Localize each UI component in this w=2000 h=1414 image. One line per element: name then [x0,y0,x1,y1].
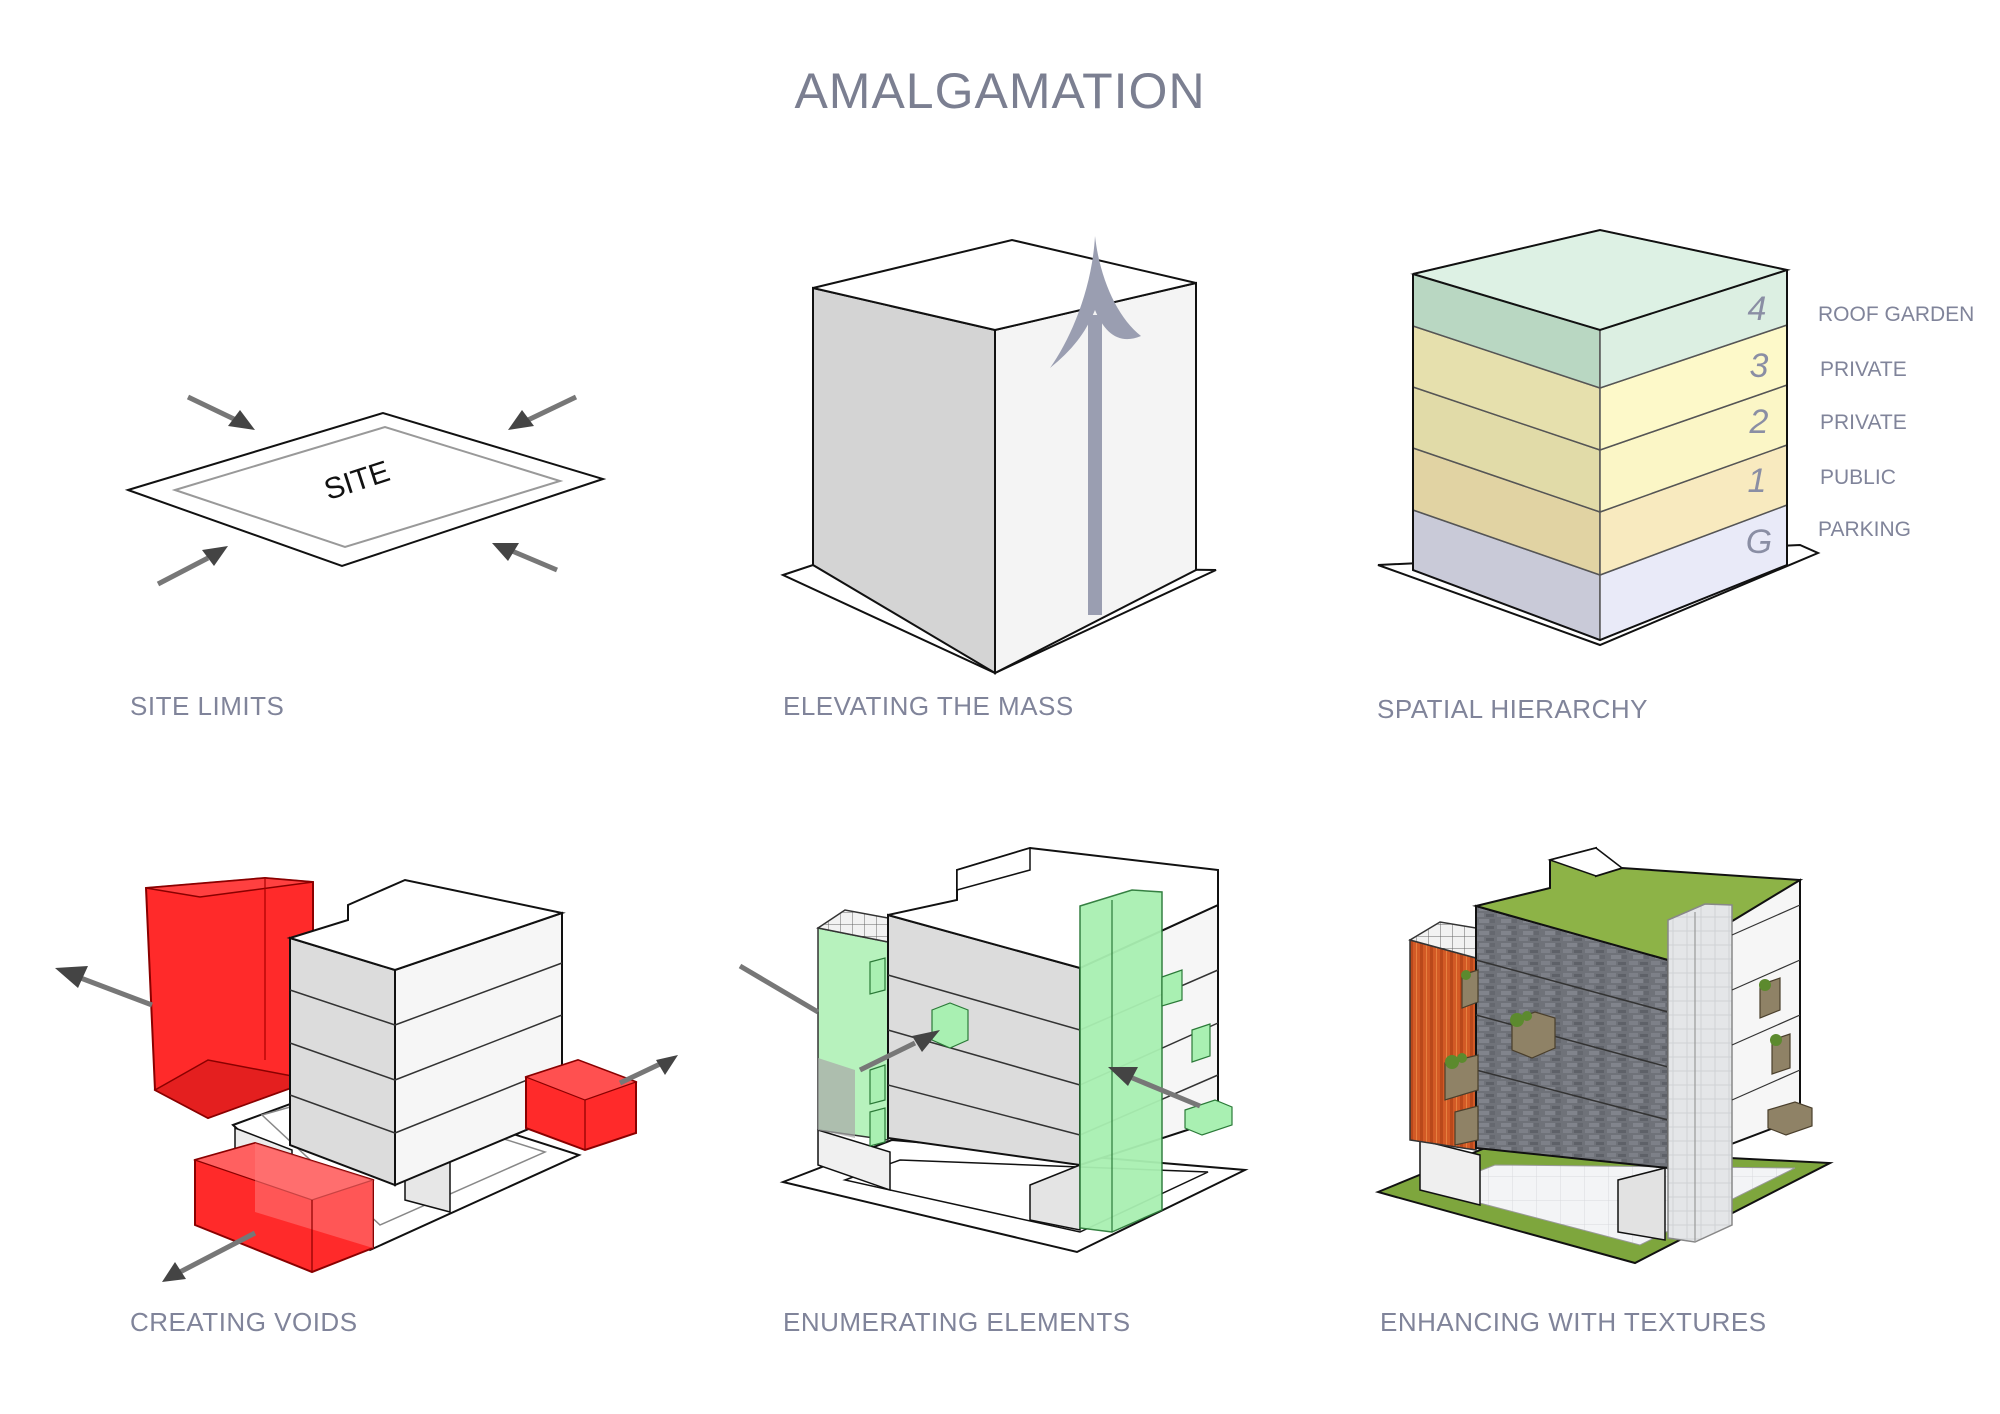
enumerating-elements-diagram [738,846,1249,1254]
floor-number-1: 1 [1748,462,1767,500]
elevating-mass-diagram [780,236,1217,675]
planter-boxes [1444,969,1813,1146]
floor-label-private-2: PRIVATE [1820,411,1907,434]
site-limits-diagram: SITE [124,394,607,587]
caption-site-limits: SITE LIMITS [130,691,285,721]
mass-top [812,238,1197,332]
floor-number-3: 3 [1750,347,1769,385]
creating-voids-diagram [55,876,678,1282]
caption-enumerating-elements: ENUMERATING ELEMENTS [783,1307,1131,1337]
site-boundary [171,425,564,549]
void-arrows [55,966,678,1282]
green-vertical-panel [1079,889,1163,1233]
floor-label-public: PUBLIC [1820,466,1896,489]
diagram-title: AMALGAMATION [794,63,1206,119]
floor-number-2: 2 [1749,403,1769,441]
inward-arrows [156,394,578,587]
floor-label-roof-garden: ROOF GARDEN [1818,303,1975,326]
elevation-arrow [1050,236,1141,615]
caption-elevating-the-mass: ELEVATING THE MASS [783,691,1074,721]
floor-number-4: 4 [1748,290,1767,328]
caption-spatial-hierarchy: SPATIAL HIERARCHY [1377,694,1648,724]
element-arrows [738,963,1201,1109]
voids-mass-top [286,878,566,972]
mass-face-left [812,286,996,675]
floor-number-g: G [1746,523,1772,561]
green-boxes [869,957,1233,1147]
enhancing-textures-diagram [1374,846,1834,1265]
spatial-hierarchy-diagram: 4 3 2 1 G [1377,228,1821,647]
caption-enhancing-with-textures: ENHANCING WITH TEXTURES [1380,1307,1767,1337]
caption-creating-voids: CREATING VOIDS [130,1307,358,1337]
glass-panel [1667,903,1733,1243]
site-plot [124,411,607,568]
floor-label-private-3: PRIVATE [1820,358,1907,381]
floor-label-parking: PARKING [1818,518,1911,541]
planter-greenery [1445,970,1782,1069]
